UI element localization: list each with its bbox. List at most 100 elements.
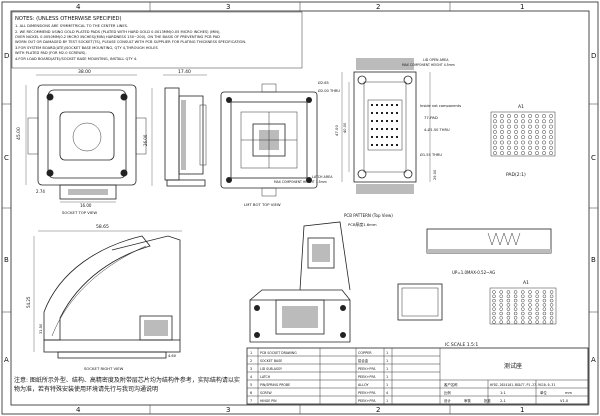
right-view-dim-bot: 4.60 (168, 354, 177, 358)
rev-mat-4: PEEK+PFA (358, 375, 376, 379)
ball-pad (542, 124, 546, 129)
right-view-title: SOCKET RIGHT VIEW (84, 366, 124, 371)
ball-pad (500, 140, 504, 145)
ball-pad (521, 307, 525, 311)
title-part-no: HYDZ-2024101-BGA77-P1.27-9X10-0.31 (490, 383, 555, 387)
ball-pad (500, 151, 504, 156)
ball-pad (493, 145, 497, 150)
ball-pad (514, 119, 518, 124)
ball-pad (514, 135, 518, 140)
ball-pad (513, 316, 518, 320)
rev-qty-2: 1 (386, 359, 388, 363)
ball-pad (528, 316, 532, 320)
zone-right-b: B (591, 256, 596, 264)
pcb-npth-holes: 4-Ø1.50 THRU (424, 127, 450, 132)
ball-pad (493, 151, 497, 156)
ball-pad (521, 320, 525, 324)
rev-no-7: 7 (250, 399, 252, 403)
rev-mat-1: COPPER (358, 351, 372, 355)
ball-pad (500, 135, 504, 140)
pcb-open-area: LID OPEN AREA (423, 58, 449, 62)
ball-pad (499, 320, 503, 324)
ball-pad (549, 298, 554, 303)
ball-pad (528, 311, 532, 316)
ball-pad (542, 151, 546, 156)
rev-no-5: 5 (250, 383, 252, 387)
ball-pad (528, 129, 532, 134)
notes-line-7: 4.FOR LOAD BOARD(ATE)/SOCKET BASE MOUNTI… (15, 57, 137, 61)
rev-qty-1: 1 (386, 351, 388, 355)
ball-pad (506, 316, 511, 320)
ball-pad (506, 320, 511, 324)
ball-pad (507, 135, 511, 140)
ball-pad (535, 114, 539, 118)
ball-pad (549, 290, 554, 294)
zone-bottom-2: 2 (376, 406, 380, 414)
right-view-dim-h2: 31.50 (39, 323, 43, 334)
title-version: V1.0 (560, 399, 569, 403)
zone-left-c: C (4, 154, 9, 162)
ball-pad (506, 290, 511, 294)
dim-side-height: 26.00 (143, 134, 148, 146)
socket-top-view-title: SOCKET TOP VIEW (62, 210, 97, 215)
title-drawn: 设计 (444, 398, 451, 403)
ball-pad (507, 145, 511, 150)
ball-pad (507, 140, 511, 145)
ball-pad (535, 290, 539, 294)
ball-pad (535, 151, 539, 156)
ball-pad (549, 129, 553, 134)
ball-pad (521, 311, 525, 316)
rev-desc-4: LATCH (260, 375, 271, 379)
ball-pad (549, 307, 554, 311)
zone-bottom-4: 4 (76, 406, 81, 414)
ball-pad (549, 320, 554, 324)
ball-pad (493, 135, 497, 140)
ball-pad (500, 114, 504, 118)
ball-pad (535, 140, 539, 145)
notes-line-3: OVER NICKEL 0.0050MM(0.2 MICRO INCHES)(M… (15, 35, 220, 39)
notes-heading: NOTES: (UNLESS OTHERWISE SPECIFIED) (15, 16, 122, 22)
title-checked: 审核 (464, 398, 471, 403)
rev-mat-2: 铝合金 (358, 358, 369, 363)
ball-pad (500, 124, 504, 129)
rev-desc-7: HINGE PIN (260, 399, 277, 403)
zone-left-b: B (4, 256, 9, 264)
title-unit: mm (565, 391, 573, 395)
ball-pad (507, 114, 511, 118)
right-view-dim-h1: 54.25 (26, 296, 31, 308)
ball-pad (493, 114, 497, 118)
ball-pad (542, 316, 547, 320)
pcb-small-hole: Ø1.55 THRU (420, 152, 442, 157)
ball-pad (542, 311, 547, 316)
ball-pad (528, 307, 532, 311)
ball-pad (514, 151, 518, 156)
ball-pad (513, 294, 518, 299)
ball-pad (535, 124, 539, 129)
pcb-dim-side: 29.00 (433, 169, 437, 180)
ball-pad (549, 124, 553, 129)
ball-pad (535, 307, 539, 311)
lmt-bot-top-view-title: LMT BOT TOP VIEW (244, 202, 281, 207)
ball-pad (507, 151, 511, 156)
ball-pad (506, 303, 511, 307)
ball-pad (521, 135, 525, 140)
footer-note-text: 注意: 图纸所示外型、结构、高精密度及附带层芯片均为结构件参考，实际结构请以实物… (14, 377, 240, 393)
ball-pad (549, 145, 553, 150)
ball-pad (549, 303, 554, 307)
ball-pad (535, 294, 539, 299)
ball-pad (506, 307, 511, 311)
rev-qty-7: 1 (386, 399, 388, 403)
zone-right-a: A (591, 356, 596, 364)
ball-pad (521, 119, 525, 124)
ball-pad (528, 294, 532, 299)
ball-pad (528, 320, 532, 324)
zone-top-3: 3 (226, 3, 230, 11)
pcb-latch-note: MAX COMPONENT HEIGHT 1.5mm (274, 180, 327, 184)
ball-pad (514, 145, 518, 150)
ball-pad (528, 124, 532, 129)
ball-pad (514, 124, 518, 129)
ball-pad (492, 316, 496, 320)
zone-labels-side: D C B A D C B A (2, 52, 598, 364)
rev-no-6: 6 (250, 391, 252, 395)
zone-top-2: 2 (376, 3, 380, 11)
